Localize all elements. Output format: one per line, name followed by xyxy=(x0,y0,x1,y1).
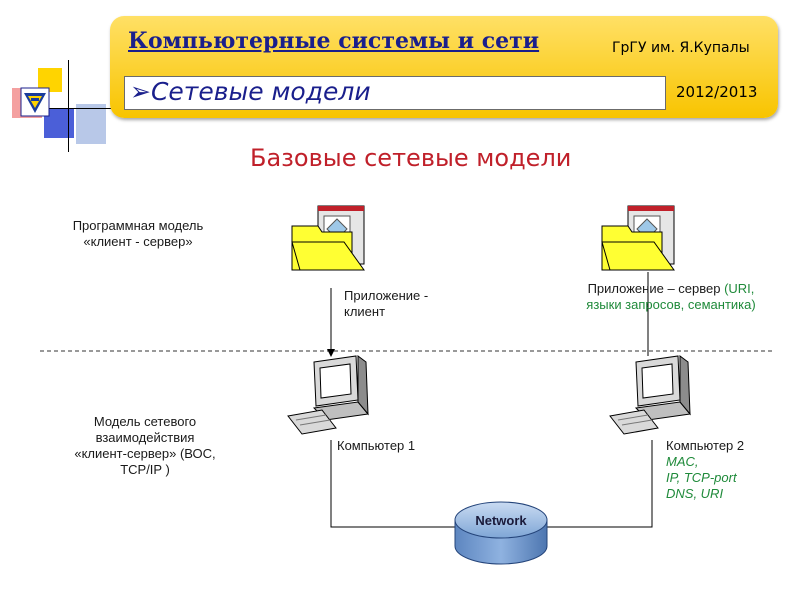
section-title: ➢Сетевые модели xyxy=(130,77,371,106)
client-app-label: Приложение - клиент xyxy=(344,288,428,320)
network-cylinder-icon xyxy=(454,501,548,565)
program-model-line2: «клиент - сервер» xyxy=(83,234,193,249)
program-model-line1: Программная модель xyxy=(72,218,204,233)
client-app-line1: Приложение - xyxy=(344,288,429,303)
arrow-bullet-icon: ➢ xyxy=(130,77,151,106)
computer-2-label: Компьютер 2 xyxy=(666,438,745,453)
network-model-line3: «клиент-сервер» (ВОС, xyxy=(74,446,216,461)
logo-icon xyxy=(20,87,50,117)
deco-line-horizontal xyxy=(28,108,128,109)
client-folder-icon xyxy=(291,205,365,271)
slide-title: Базовые сетевые модели xyxy=(250,144,572,172)
connection-line-right xyxy=(546,440,653,528)
deco-line-vertical xyxy=(68,60,69,152)
deco-square-lightblue xyxy=(76,104,106,144)
network-label: Network xyxy=(475,513,527,528)
network-model-line4: TCP/IP ) xyxy=(120,462,170,477)
university-name: ГрГУ им. Я.Купалы xyxy=(612,40,750,56)
computer-2-detail-dns: DNS, URI xyxy=(666,486,724,501)
course-title: Компьютерные системы и сети xyxy=(128,28,540,54)
server-app-line2: языки запросов, семантика) xyxy=(586,297,756,312)
section-title-text: Сетевые модели xyxy=(150,77,371,106)
computer-1-label: Компьютер 1 xyxy=(337,438,416,453)
connection-line-left xyxy=(330,440,455,528)
network-model-line2: взаимодействия xyxy=(95,430,195,445)
network-model-label: Модель сетевого взаимодействия «клиент-с… xyxy=(52,414,238,478)
program-model-label: Программная модель «клиент - сервер» xyxy=(58,218,218,250)
server-app-line1: Приложение – сервер (URI, xyxy=(566,281,776,297)
server-app-prefix: Приложение – сервер xyxy=(587,281,725,296)
computer-2-detail-ip: IP, TCP-port xyxy=(666,470,737,485)
server-app-uri: (URI, xyxy=(724,281,755,296)
section-title-box xyxy=(124,76,666,110)
network-model-line1: Модель сетевого xyxy=(93,414,197,429)
server-folder-icon xyxy=(601,205,675,271)
computer-2-label-block: Компьютер 2 MAC, IP, TCP-port DNS, URI xyxy=(666,438,744,502)
computer-1-icon xyxy=(287,355,369,435)
server-app-label: Приложение – сервер (URI, языки запросов… xyxy=(566,281,776,313)
computer-2-icon xyxy=(609,355,691,435)
academic-year: 2012/2013 xyxy=(676,83,758,101)
computer-2-detail-mac: MAC, xyxy=(666,454,699,469)
client-app-line2: клиент xyxy=(344,304,386,319)
